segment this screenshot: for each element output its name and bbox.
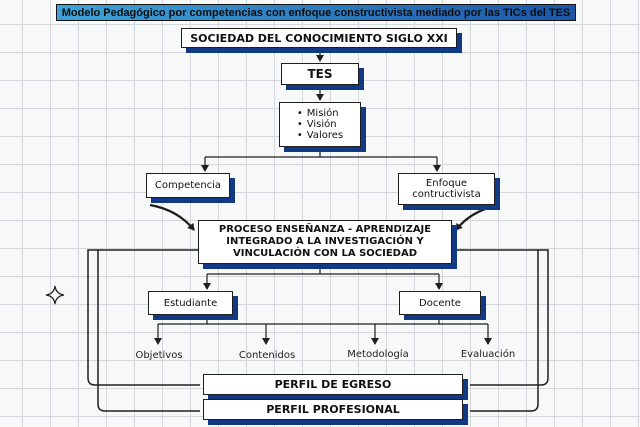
docente-box: Docente <box>399 291 481 315</box>
value-item-valores: Valores <box>297 130 343 141</box>
society-box: SOCIEDAD DEL CONOCIMIENTO SIGLO XXI <box>181 28 457 48</box>
arrow-competencia-proceso <box>149 203 195 231</box>
enclosure-right-2 <box>470 250 539 412</box>
sparkle-icon <box>45 285 65 305</box>
leaf-evaluacion: Evaluación <box>460 349 516 360</box>
enfoque-box: Enfoque contructivista <box>398 173 495 205</box>
values-list: Misión Visión Valores <box>297 108 343 141</box>
title-banner: Modelo Pedagógico por competencias con e… <box>56 4 576 21</box>
arrow-enfoque-proceso <box>455 204 496 231</box>
perfil-profesional-box: PERFIL PROFESIONAL <box>203 399 463 420</box>
estudiante-box: Estudiante <box>148 291 233 315</box>
tes-box: TES <box>281 63 359 85</box>
proceso-box: PROCESO ENSEÑANZA - APRENDIZAJE INTEGRAD… <box>198 220 452 264</box>
enclosure-left-2 <box>97 250 200 412</box>
value-item-vision: Visión <box>297 119 343 130</box>
enclosure-left-1 <box>87 249 200 386</box>
perfil-egreso-box: PERFIL DE EGRESO <box>203 374 463 395</box>
competencia-box: Competencia <box>146 173 230 198</box>
leaf-contenidos: Contenidos <box>238 350 296 361</box>
leaf-metodologia: Metodología <box>347 349 409 360</box>
value-item-mision: Misión <box>297 108 343 119</box>
leaf-objetivos: Objetivos <box>135 350 183 361</box>
values-box: Misión Visión Valores <box>279 102 361 147</box>
enclosure-right-1 <box>440 249 549 386</box>
